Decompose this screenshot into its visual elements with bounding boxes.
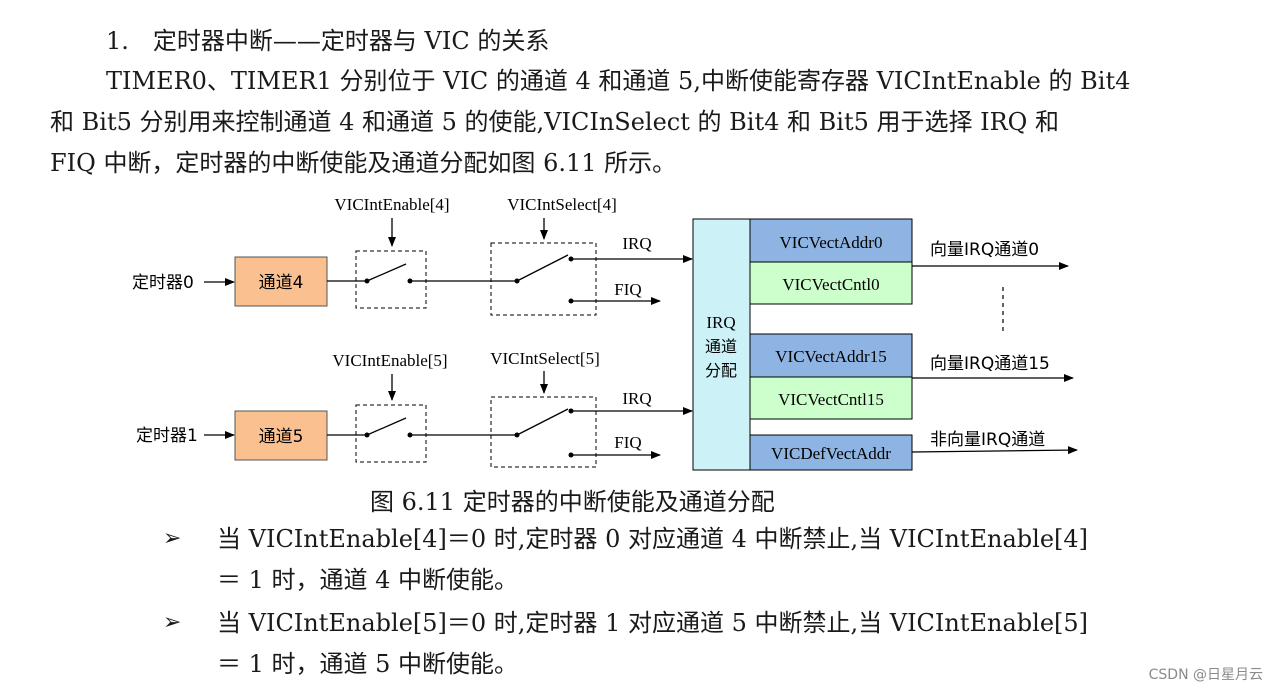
out0-label: 向量IRQ通道0 bbox=[930, 240, 1039, 260]
paragraph-line-3: FIQ 中断，定时器的中断使能及通道分配如图 6.11 所示。 bbox=[50, 149, 677, 177]
figure-caption: 图 6.11 定时器的中断使能及通道分配 bbox=[370, 488, 775, 516]
bullet-1-line-1: 当 VICIntEnable[4]＝0 时,定时器 0 对应通道 4 中断禁止,… bbox=[217, 525, 1089, 553]
csdn-watermark: CSDN @日星月云 bbox=[1148, 667, 1263, 683]
channel4-box bbox=[234, 256, 328, 307]
enable4-switch bbox=[366, 263, 407, 282]
vect-cntl0-label: VICVectCntl0 bbox=[782, 275, 879, 294]
timer1-label: 定时器1 bbox=[136, 426, 198, 446]
select5-switch-box bbox=[490, 396, 597, 468]
fiq-label-ch5: FIQ bbox=[614, 433, 641, 452]
select4-switch-box bbox=[490, 242, 597, 316]
enable4-label: VICIntEnable[4] bbox=[334, 195, 449, 214]
irq-label-ch4: IRQ bbox=[622, 234, 651, 253]
dispatch-label-channel: 通道 bbox=[705, 337, 737, 356]
bullet-2-line-2: ＝ 1 时，通道 5 中断使能。 bbox=[217, 650, 519, 678]
irq-dispatch-box bbox=[692, 218, 751, 471]
fiq-label-ch4: FIQ bbox=[614, 280, 641, 299]
vect-addr0-label: VICVectAddr0 bbox=[780, 233, 883, 252]
vect-cntl15-label: VICVectCntl15 bbox=[778, 390, 884, 409]
vect-cntl0-box bbox=[749, 261, 913, 305]
vect-addr15-label: VICVectAddr15 bbox=[775, 347, 886, 366]
select4-label: VICIntSelect[4] bbox=[507, 195, 617, 214]
irq-label-ch5: IRQ bbox=[622, 389, 651, 408]
bullet-arrow-icon: ➢ bbox=[163, 610, 182, 635]
out-nonvect-arrow bbox=[911, 446, 1078, 455]
paragraph-line-2: 和 Bit5 分别用来控制通道 4 和通道 5 的使能,VICInSelect … bbox=[50, 108, 1059, 136]
paragraph-line-1: TIMER0、TIMER1 分别位于 VIC 的通道 4 和通道 5,中断使能寄… bbox=[106, 67, 1131, 95]
vect-addr0-box bbox=[749, 218, 913, 263]
vect-addr15-box bbox=[749, 333, 913, 378]
select5-switch bbox=[516, 408, 569, 436]
enable5-switch-box bbox=[355, 404, 427, 463]
enable5-switch bbox=[366, 417, 407, 436]
dispatch-label-irq: IRQ bbox=[706, 313, 735, 332]
enable5-label: VICIntEnable[5] bbox=[332, 351, 447, 370]
bullet-2-line-1: 当 VICIntEnable[5]＝0 时,定时器 1 对应通道 5 中断禁止,… bbox=[217, 609, 1089, 637]
vect-cntl15-box bbox=[749, 376, 913, 420]
enable4-switch-box bbox=[355, 250, 427, 309]
out-nonvect-label: 非向量IRQ通道 bbox=[930, 430, 1045, 450]
channel4-label: 通道4 bbox=[259, 273, 304, 293]
out15-label: 向量IRQ通道15 bbox=[930, 354, 1050, 374]
bullet-arrow-icon: ➢ bbox=[163, 526, 182, 551]
channel5-label: 通道5 bbox=[259, 427, 304, 447]
section-heading: 1. 定时器中断——定时器与 VIC 的关系 bbox=[106, 27, 550, 55]
channel5-box bbox=[234, 410, 328, 461]
select5-label: VICIntSelect[5] bbox=[490, 349, 600, 368]
dispatch-label-assign: 分配 bbox=[705, 361, 737, 380]
def-vect-addr-label: VICDefVectAddr bbox=[771, 444, 891, 463]
bullet-1-line-2: ＝ 1 时，通道 4 中断使能。 bbox=[217, 566, 519, 594]
timer0-label: 定时器0 bbox=[132, 273, 194, 293]
def-vect-addr-box bbox=[749, 434, 913, 471]
select4-switch bbox=[516, 254, 569, 282]
